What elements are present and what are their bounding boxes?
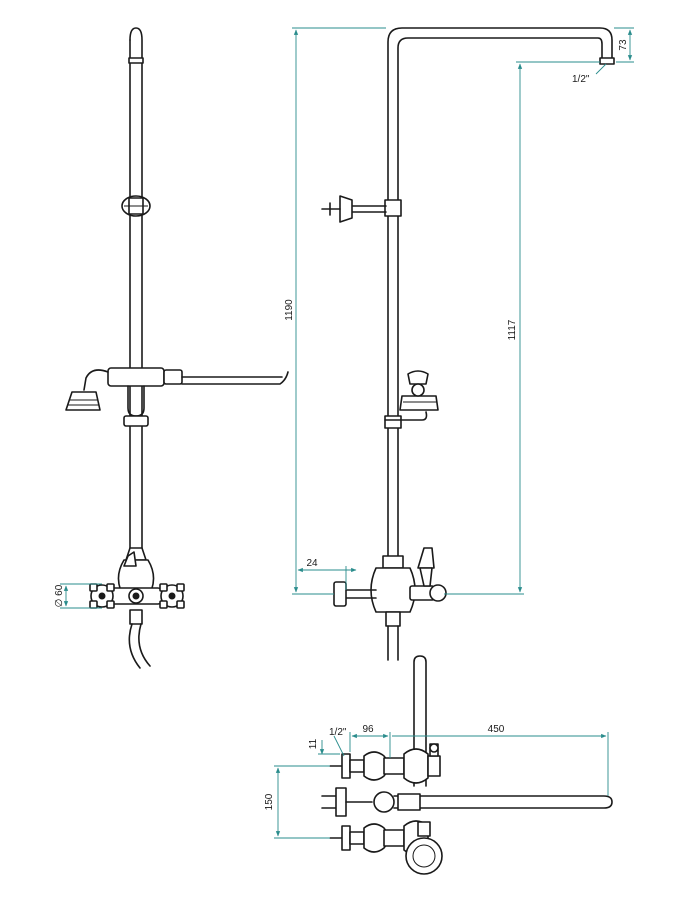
wall-offset-dimension: 24 — [297, 558, 357, 590]
top-upper-inlet — [329, 748, 441, 784]
inlet-thread-callout: 1/2" — [329, 727, 347, 757]
outlet-height-label: 1117 — [507, 319, 518, 340]
overall-height-label: 1190 — [284, 299, 295, 321]
top-lever — [429, 743, 439, 757]
side-riser-and-arm — [387, 27, 615, 557]
front-view: ∅ 60 — [54, 27, 289, 669]
body-depth-dimension: 96 — [349, 724, 391, 758]
inlet-spacing-dimension: 150 — [264, 765, 330, 839]
side-mixer-body — [333, 547, 447, 661]
arm-drop-dimension: 73 — [614, 27, 634, 63]
top-view: 1/2" 11 96 450 150 — [264, 655, 613, 875]
outlet-thread-callout: 1/2" — [572, 63, 607, 85]
diameter-label: ∅ 60 — [54, 584, 65, 607]
inlet-height-dimension: 11 — [308, 738, 340, 767]
front-hose — [128, 609, 151, 669]
inlet-spacing-label: 150 — [264, 793, 275, 810]
spout-reach-label: 450 — [488, 724, 505, 735]
top-spout — [321, 787, 613, 817]
front-riser-pipe — [128, 27, 144, 561]
front-right-cross-handle — [159, 583, 185, 609]
wall-offset-label: 24 — [306, 558, 318, 569]
top-riser — [413, 655, 427, 787]
front-mixer-body — [109, 547, 163, 605]
side-upper-bracket — [321, 195, 402, 223]
side-handset-holder — [384, 370, 439, 429]
outlet-thread-label: 1/2" — [572, 74, 590, 85]
overall-height-dimension: 1190 — [284, 27, 386, 595]
body-depth-label: 96 — [362, 724, 374, 735]
side-view: 1190 73 1/2" 1117 24 — [284, 27, 634, 661]
inlet-thread-label: 1/2" — [329, 727, 347, 738]
inlet-height-label: 11 — [308, 738, 319, 749]
front-hand-shower — [65, 369, 109, 411]
spout-reach-dimension: 450 — [392, 724, 609, 796]
front-left-cross-handle — [89, 583, 115, 609]
front-diameter-dimension: ∅ 60 — [54, 583, 102, 609]
front-wall-bracket — [121, 195, 151, 217]
arm-drop-label: 73 — [618, 39, 629, 51]
top-hand-shower — [405, 821, 443, 875]
front-handset-holder — [107, 367, 289, 427]
outlet-height-dimension: 1117 — [444, 61, 600, 595]
